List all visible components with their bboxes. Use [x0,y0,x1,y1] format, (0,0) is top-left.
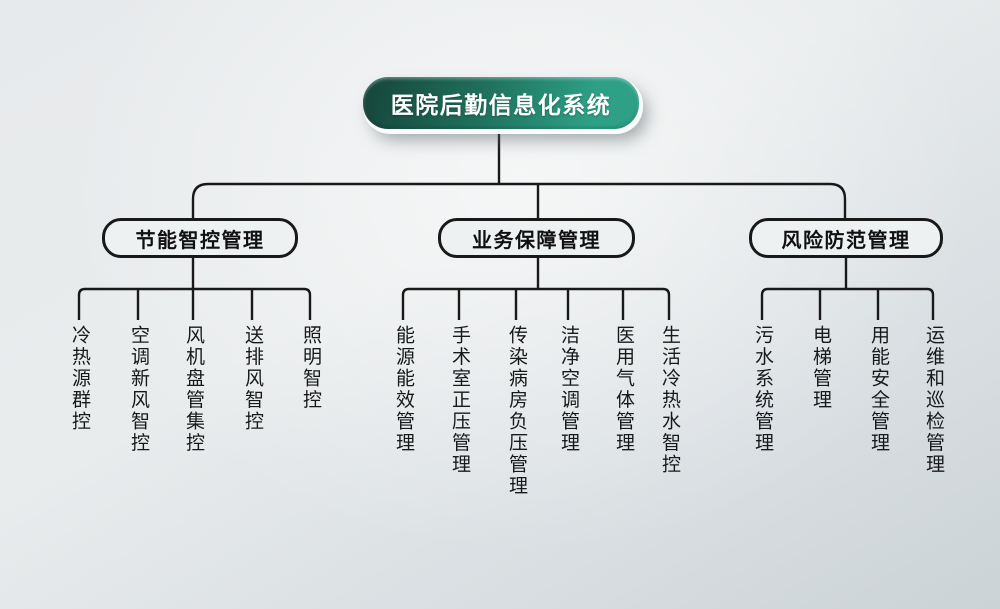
leaf-node: 空调新风智控 [128,325,149,454]
branch-node-service-guarantee: 业务保障管理 [438,218,635,258]
leaf-node: 运维和巡检管理 [923,325,944,476]
leaf-node: 能源能效管理 [393,325,414,454]
leaf-node: 手术室正压管理 [449,325,470,476]
branch-node-label: 风险防范管理 [781,229,911,252]
branch3-stubs [818,289,880,320]
leaf-node: 洁净空调管理 [558,325,579,454]
leaf-node: 风机盘管集控 [183,325,204,454]
leaf-node: 电梯管理 [810,325,831,411]
leaf-node: 送排风智控 [242,325,263,433]
branch-node-label: 业务保障管理 [472,229,601,252]
leaf-node: 用能安全管理 [868,325,889,454]
leaf-node: 冷热源群控 [69,325,90,433]
branch-node-energy-control: 节能智控管理 [102,218,298,258]
leaf-node: 污水系统管理 [752,325,773,454]
leaf-node: 照明智控 [300,325,321,411]
leaf-node: 生活冷热水智控 [659,325,680,476]
leaf-node: 医用气体管理 [613,325,634,454]
branch1-stubs [136,289,254,320]
root-node: 医院后勤信息化系统 [363,77,639,129]
branch-node-label: 节能智控管理 [135,229,265,252]
branch-node-risk-prevention: 风险防范管理 [749,218,943,258]
leaf-node: 传染病房负压管理 [506,325,527,497]
branch2-bus [401,287,671,320]
branch3-bus [760,287,935,320]
level1-bus [191,182,847,219]
root-node-label: 医院后勤信息化系统 [390,92,612,118]
branch2-stubs [457,289,625,320]
branch1-bus [77,287,312,320]
